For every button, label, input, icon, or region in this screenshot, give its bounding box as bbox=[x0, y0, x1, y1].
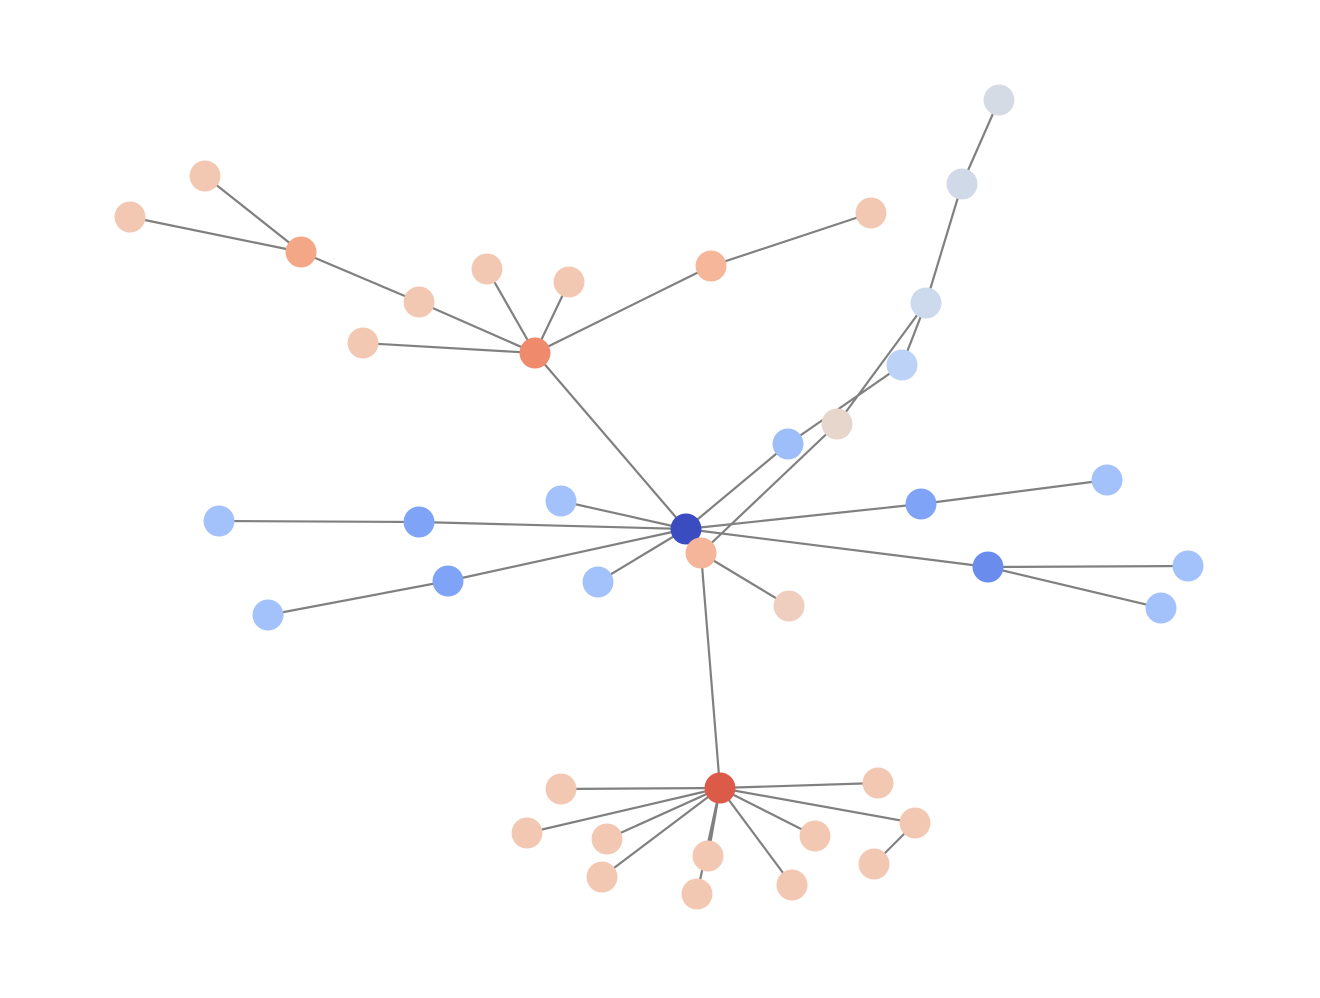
edge-n_l4-n_l5 bbox=[267, 579, 449, 617]
edge-n_top-n_t4 bbox=[486, 268, 536, 354]
node-n_r4 bbox=[1172, 550, 1204, 582]
node-n_b7 bbox=[776, 869, 808, 901]
edge-n_bottom-n_b1 bbox=[560, 786, 721, 791]
edge-n_top-n_t7 bbox=[534, 265, 712, 354]
node-n_t5 bbox=[553, 266, 585, 298]
node-n_b10 bbox=[899, 807, 931, 839]
node-n_chain4 bbox=[886, 349, 918, 381]
edge-n_bottom-n_b7 bbox=[719, 787, 793, 886]
edge-hub-n_l2 bbox=[418, 520, 687, 531]
edge-hub-n_r1 bbox=[685, 502, 922, 531]
node-n_t3 bbox=[347, 327, 379, 359]
edge-n_top-n_t6 bbox=[418, 300, 536, 355]
node-hub bbox=[670, 513, 702, 545]
edge-n_r3-n_r5 bbox=[987, 565, 1162, 610]
node-n_bottom bbox=[704, 772, 736, 804]
node-n_chain5 bbox=[821, 408, 853, 440]
edge-n_bottom-n_b4 bbox=[601, 787, 721, 878]
edge-n_near-n_bottom bbox=[699, 552, 722, 789]
edge-n_bottom-n_b8 bbox=[719, 787, 816, 837]
edge-n_left_mid-n_tl1 bbox=[204, 175, 302, 253]
node-n_r3 bbox=[972, 551, 1004, 583]
edge-n_bottom-n_b2 bbox=[526, 786, 721, 835]
edge-hub-n_top bbox=[534, 352, 687, 530]
node-n_l4 bbox=[432, 565, 464, 597]
edge-n_t7-n_t8 bbox=[710, 211, 872, 268]
edge-n_l2-n_l3 bbox=[218, 519, 420, 524]
node-n_r5 bbox=[1145, 592, 1177, 624]
node-n_l6 bbox=[582, 566, 614, 598]
node-n_b8 bbox=[799, 820, 831, 852]
node-n_b5 bbox=[692, 840, 724, 872]
edges-layer bbox=[129, 99, 1189, 895]
nodes-layer bbox=[114, 84, 1204, 910]
edge-n_left_mid-n_tl2 bbox=[129, 215, 302, 254]
node-n_top bbox=[519, 337, 551, 369]
node-n_near bbox=[685, 537, 717, 569]
node-n_l5 bbox=[252, 599, 284, 631]
node-n_b6 bbox=[681, 878, 713, 910]
node-n_b4 bbox=[586, 861, 618, 893]
node-n_tl2 bbox=[114, 201, 146, 233]
node-n_b1 bbox=[545, 773, 577, 805]
node-n_l2 bbox=[403, 506, 435, 538]
edge-n_chain3-n_chain2 bbox=[924, 183, 964, 304]
node-n_l3 bbox=[203, 505, 235, 537]
edge-hub-n_r3 bbox=[685, 527, 989, 569]
edge-n_bottom-n_b9 bbox=[719, 781, 879, 790]
node-n_left_mid bbox=[285, 236, 317, 268]
node-n_chain1 bbox=[983, 84, 1015, 116]
node-n_r1 bbox=[905, 488, 937, 520]
node-n_r2 bbox=[1091, 464, 1123, 496]
edge-hub-n_l6 bbox=[597, 528, 687, 583]
node-n_b3 bbox=[591, 823, 623, 855]
node-n_chain3 bbox=[910, 287, 942, 319]
edge-n_top-n_t3 bbox=[362, 341, 536, 355]
node-n_b9 bbox=[862, 767, 894, 799]
edge-n_near-n_near2 bbox=[700, 552, 790, 607]
edge-hub-n_chain6 bbox=[685, 443, 789, 530]
node-n_chain2 bbox=[946, 168, 978, 200]
edge-n_r1-n_r2 bbox=[920, 478, 1108, 506]
edge-n_r3-n_r4 bbox=[987, 564, 1189, 569]
node-n_t4 bbox=[471, 253, 503, 285]
edge-n_near-n_chain5 bbox=[700, 423, 838, 554]
node-n_t7 bbox=[695, 250, 727, 282]
edge-n_t6-n_left_mid bbox=[300, 250, 420, 304]
edge-n_chain6-n_chain4 bbox=[787, 364, 903, 445]
edge-n_bottom-n_b3 bbox=[606, 786, 721, 841]
node-n_near2 bbox=[773, 590, 805, 622]
edge-n_chain5-n_chain3 bbox=[836, 302, 927, 425]
node-n_l1 bbox=[545, 485, 577, 517]
node-n_t8 bbox=[855, 197, 887, 229]
node-n_chain6 bbox=[772, 428, 804, 460]
edge-hub-n_l1 bbox=[560, 499, 687, 531]
node-n_tl1 bbox=[189, 160, 221, 192]
edge-hub-n_l4 bbox=[447, 527, 687, 583]
edge-n_bottom-n_b10 bbox=[719, 786, 916, 825]
node-n_b11 bbox=[858, 848, 890, 880]
node-n_t6 bbox=[403, 286, 435, 318]
node-n_b2 bbox=[511, 817, 543, 849]
